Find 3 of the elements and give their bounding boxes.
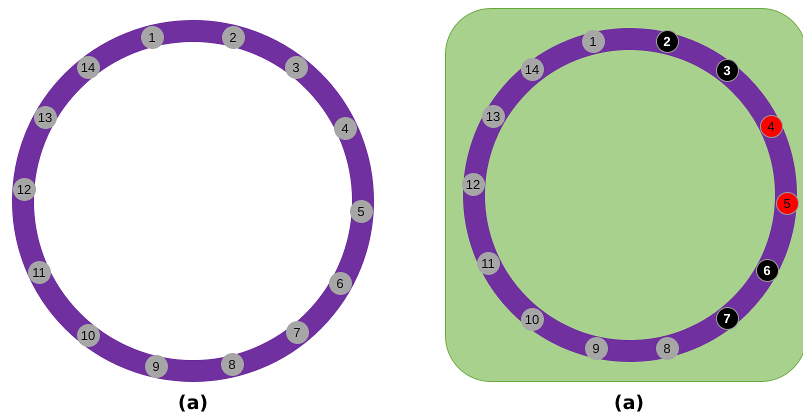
panel-background	[445, 8, 803, 382]
panel-caption: (a)	[178, 392, 208, 414]
panel-caption: (a)	[614, 392, 644, 414]
